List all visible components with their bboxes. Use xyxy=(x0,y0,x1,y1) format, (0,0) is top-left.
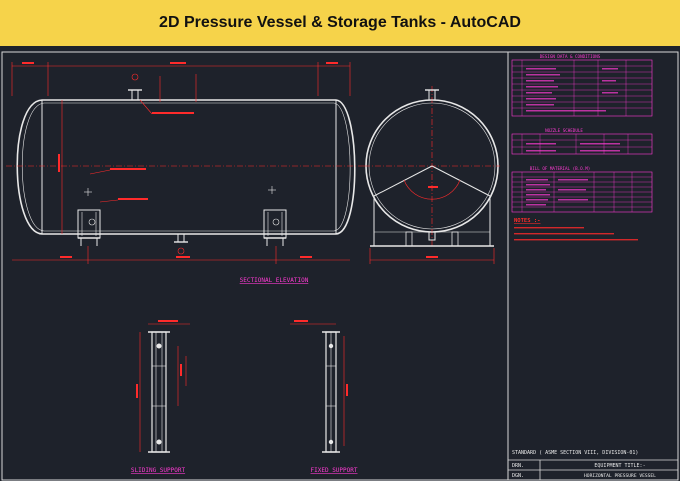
sectional-elevation-label: SECTIONAL ELEVATION xyxy=(240,277,309,284)
design-data-table[interactable]: DESIGN DATA & CONDITIONS xyxy=(511,54,653,117)
svg-text:NOZZLE SCHEDULE: NOZZLE SCHEDULE xyxy=(545,128,583,133)
fixed-support-label: FIXED SUPPORT xyxy=(311,467,358,474)
svg-text:BILL OF MATERIAL (B.O.M): BILL OF MATERIAL (B.O.M) xyxy=(530,166,591,171)
cad-drawing: SECTIONAL ELEVATION xyxy=(1,51,679,481)
notes-title: NOTES :- xyxy=(514,218,541,224)
sliding-support-view: SLIDING SUPPORT xyxy=(131,320,190,474)
left-saddle xyxy=(77,188,101,246)
cad-drawing-canvas[interactable]: SECTIONAL ELEVATION xyxy=(0,46,680,481)
bill-of-material-table[interactable]: BILL OF MATERIAL (B.O.M) xyxy=(511,166,653,213)
nozzle-schedule-table[interactable]: NOZZLE SCHEDULE xyxy=(511,128,653,155)
dgn-label: DGN. xyxy=(512,473,524,479)
svg-text:DESIGN DATA & CONDITIONS: DESIGN DATA & CONDITIONS xyxy=(540,54,601,59)
drn-label: DRN. xyxy=(512,463,524,469)
top-nozzle xyxy=(131,89,139,101)
title-block: DRN. DGN. EQUIPMENT TITLE:- HORIZONTAL P… xyxy=(508,459,678,480)
right-saddle xyxy=(263,186,287,246)
standard-label: STANDARD ( ASME SECTION VIII, DIVISION-0… xyxy=(512,450,638,456)
notes-block: NOTES :- xyxy=(514,218,638,241)
banner-title: 2D Pressure Vessel & Storage Tanks - Aut… xyxy=(159,14,521,31)
vessel-shell xyxy=(16,99,356,235)
sectional-elevation-view: SECTIONAL ELEVATION xyxy=(6,62,365,284)
equipment-title-value: HORIZONTAL PRESSURE VESSEL xyxy=(584,473,656,479)
end-view xyxy=(364,86,500,264)
fixed-support-view: FIXED SUPPORT xyxy=(290,320,358,474)
equipment-title-label: EQUIPMENT TITLE:- xyxy=(594,463,645,469)
sliding-support-label: SLIDING SUPPORT xyxy=(131,467,186,474)
drain-nozzle xyxy=(177,233,185,243)
sheet-border xyxy=(1,51,679,481)
title-banner: 2D Pressure Vessel & Storage Tanks - Aut… xyxy=(0,0,680,46)
